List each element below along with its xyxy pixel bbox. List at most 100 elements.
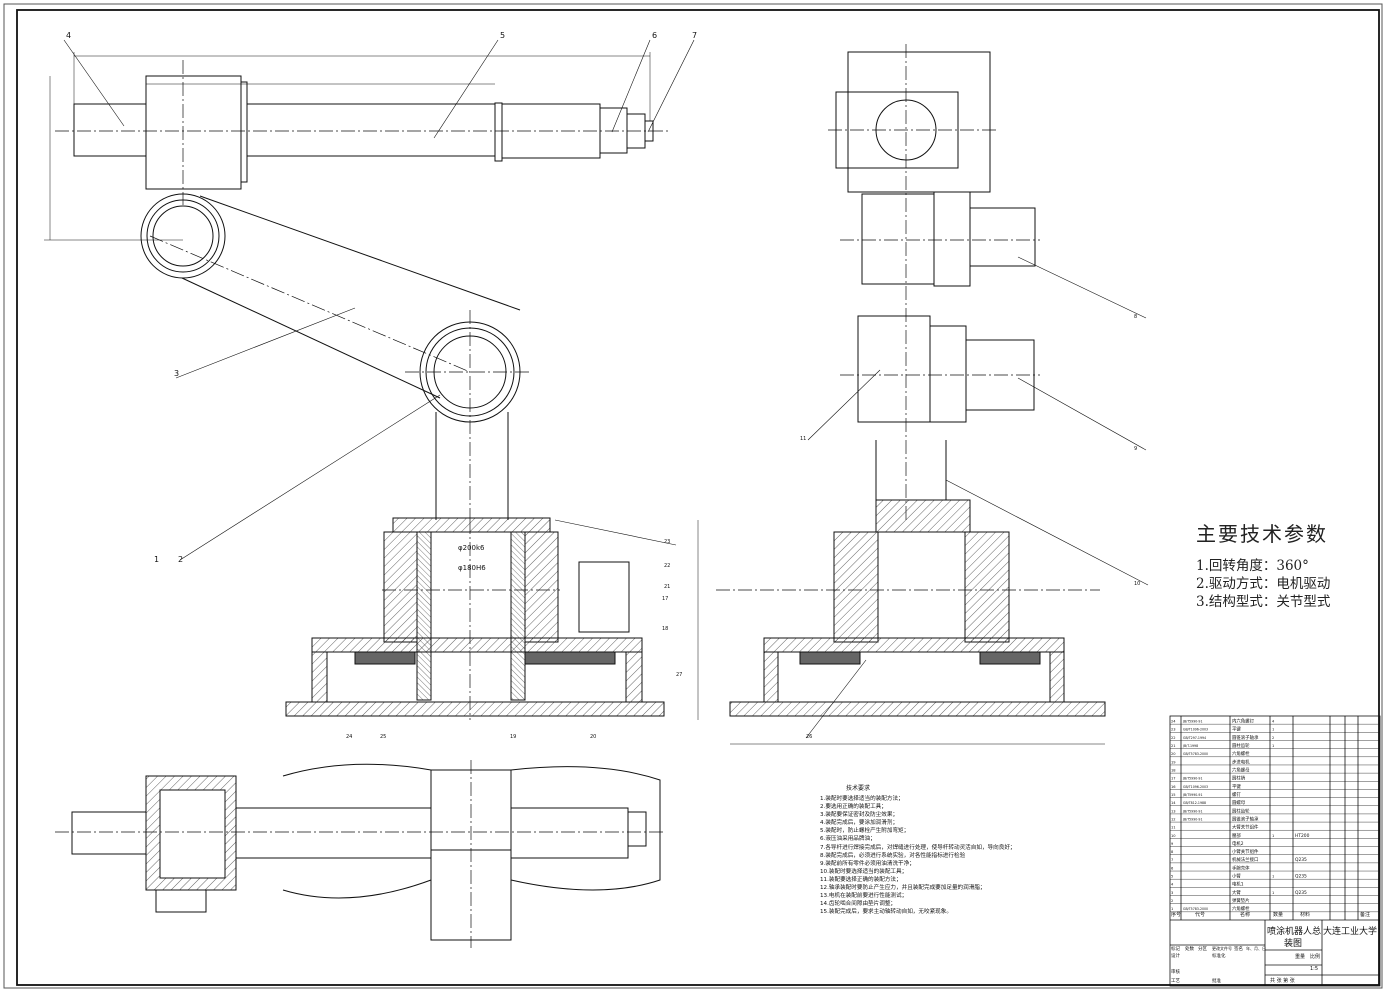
bom-cell: 19 xyxy=(1171,760,1176,764)
bom-cell: JB∕T5990-91 xyxy=(1182,793,1202,797)
bom-cell: 7 xyxy=(1171,858,1173,862)
tb-row-label: 年、月、日 xyxy=(1246,946,1266,951)
dim-label: φ200k6 xyxy=(458,544,485,552)
part-callout: 9 xyxy=(1134,446,1137,452)
upper-arm xyxy=(140,193,530,520)
bom-cell: 圆螺母 xyxy=(1232,799,1246,806)
bom-cell: 17 xyxy=(1171,777,1176,781)
tb-row-label: 处数 xyxy=(1185,947,1194,952)
bom-cell: GB∕T1096-2003 xyxy=(1183,728,1208,732)
bom-cell: 16 xyxy=(1171,785,1176,789)
bom-cell: 1 xyxy=(1272,728,1274,732)
bom-cell: Q235 xyxy=(1295,857,1307,863)
bom-cell: 六角螺母 xyxy=(1232,766,1250,773)
part-callout: 7 xyxy=(692,31,697,40)
tech-params-panel: 主要技术参数 1.回转角度：360° 2.驱动方式：电机驱动 3.结构型式：关节… xyxy=(1196,518,1381,611)
tech-param-item: 2.驱动方式：电机驱动 xyxy=(1196,576,1331,592)
part-callout: 24 xyxy=(346,734,352,740)
bom-cell: GB∕T812-1988 xyxy=(1183,801,1206,805)
bom-cell: 1 xyxy=(1272,834,1274,838)
part-callout: 3 xyxy=(174,369,179,378)
bom-cell: 2 xyxy=(1171,899,1173,903)
bom-cell: Q235 xyxy=(1295,890,1307,896)
base-plan-view xyxy=(55,760,665,948)
inner-border xyxy=(16,9,1380,986)
bom-cell: 内六角螺钉 xyxy=(1232,718,1255,725)
bom-cell: 圆锥滚子轴承 xyxy=(1232,815,1259,822)
bom-cell: 2 xyxy=(1272,736,1274,740)
bom-cell: 10 xyxy=(1171,834,1176,838)
tb-row-label: 更改文件号 xyxy=(1212,946,1232,951)
part-callout: 17 xyxy=(662,596,668,602)
bom-header-cell: 数量 xyxy=(1273,911,1283,918)
part-callout: 26 xyxy=(806,734,812,740)
bom-cell: 电机2 xyxy=(1232,840,1244,847)
notes-title: 技术要求 xyxy=(846,785,871,792)
tech-param-item: 1.回转角度：360° xyxy=(1196,558,1309,574)
bom-cell: 电机1 xyxy=(1232,881,1244,888)
bom-cell: 6 xyxy=(1171,866,1174,870)
bom-cell: 步进电机 xyxy=(1232,758,1250,765)
bom-cell: 弹簧垫片 xyxy=(1232,897,1250,904)
bom-cell: 20 xyxy=(1171,752,1176,756)
part-callout: 18 xyxy=(662,626,668,632)
note-line: 10.装配时要选择适当的装配工具； xyxy=(820,868,908,875)
bom-cell: 大臂关节组件 xyxy=(1232,824,1259,831)
note-line: 1.装配时要选择适当的装配方法； xyxy=(820,796,904,802)
part-callout: 22 xyxy=(664,563,670,569)
drawing-name-line2: 装图 xyxy=(1284,939,1303,949)
note-line: 13.电机在装配前要进行性能测试； xyxy=(820,893,908,900)
note-line: 5.装配时，防止螺栓产生附加弯矩； xyxy=(820,828,910,835)
bom-header-cell: 代号 xyxy=(1195,911,1205,918)
bom-cell: GB∕T5783-2000 xyxy=(1183,907,1208,911)
part-callout: 10 xyxy=(1134,581,1140,587)
note-line: 7.各导杆进行焊接完成后，对焊缝进行处理，使导杆转动灵活自如，导向良好； xyxy=(820,844,1016,851)
bom-cell: 六角螺栓 xyxy=(1232,750,1250,757)
drawing-name-2: 装图 xyxy=(1284,936,1302,949)
bom-cell: 4 xyxy=(1171,883,1174,887)
note-line: 14.齿轮啮合间隙由垫片调整； xyxy=(820,901,897,908)
part-callout: 25 xyxy=(380,734,386,740)
part-callout: 20 xyxy=(590,734,596,740)
bom-cell: 大臂 xyxy=(1232,889,1241,896)
scale-label: 比例 xyxy=(1310,954,1321,960)
bom-cell: JB∕T5990-91 xyxy=(1182,809,1202,813)
tech-param-item: 3.结构型式：关节型式 xyxy=(1196,594,1331,610)
part-callout: 27 xyxy=(676,672,682,678)
bom-cell: 18 xyxy=(1171,768,1176,772)
bom-cell: 9 xyxy=(1171,842,1174,846)
tech-params-title: 主要技术参数 xyxy=(1196,522,1328,546)
bom-cell: 4 xyxy=(1272,720,1275,724)
bom-cell: 13 xyxy=(1171,809,1176,813)
bom-cell: 15 xyxy=(1171,793,1176,797)
tb-role: 工艺 xyxy=(1171,979,1180,984)
bom-cell: 8 xyxy=(1171,850,1174,854)
part-callout: 2 xyxy=(178,555,183,564)
note-line: 6.液压油采用品牌油； xyxy=(820,836,876,843)
note-line: 9.装配前所有零件必须用油清洗干净； xyxy=(820,860,915,867)
part-callout: 1 xyxy=(154,555,159,564)
bom-cell: 21 xyxy=(1171,744,1176,748)
note-line: 11.装配要选择正确的装配方法； xyxy=(820,876,902,883)
bom-cell: 23 xyxy=(1171,728,1176,732)
dim-label: φ180H6 xyxy=(458,564,486,572)
drawing-name: 喷涂机器人总 xyxy=(1267,924,1321,937)
bom-header-cell: 材料 xyxy=(1300,911,1310,918)
bom-header-cell: 名称 xyxy=(1240,911,1250,918)
bom-cell: GB∕T5783-2000 xyxy=(1183,752,1208,756)
bom-cell: JB∕T5990-91 xyxy=(1182,720,1202,724)
bom-cell: JB∕T-1998 xyxy=(1182,744,1198,748)
arm-top-view xyxy=(44,52,668,241)
bom-cell: 圆柱齿轮 xyxy=(1232,807,1250,814)
bom-cell: JB∕T5990-91 xyxy=(1182,817,1202,821)
leader-lines xyxy=(63,39,1149,739)
tb-approve: 批准 xyxy=(1212,979,1221,984)
bom-header-cell: 备注 xyxy=(1360,911,1370,918)
bom-table-grid xyxy=(1169,715,1381,987)
tb-row-label: 签名 xyxy=(1234,947,1243,952)
bom-cell: 腰部 xyxy=(1232,832,1241,839)
